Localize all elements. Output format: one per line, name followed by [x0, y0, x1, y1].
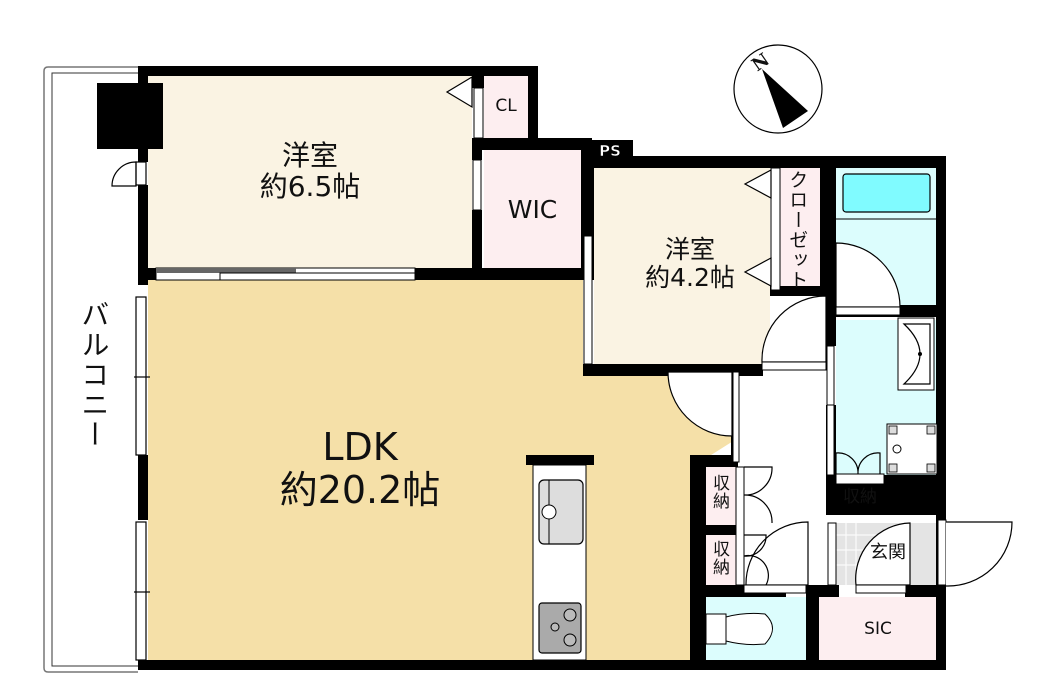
- cl-floor: [484, 76, 528, 138]
- western-room-1-floor: [148, 76, 472, 268]
- toilet-door: [745, 521, 809, 586]
- storage3-label: 収納: [843, 487, 877, 507]
- storage1-floor: [706, 467, 736, 525]
- ps-box: [593, 142, 627, 160]
- storage1-doors: [743, 466, 773, 524]
- room-name: 洋室: [281, 139, 338, 172]
- room-size: 約4.2帖: [645, 263, 735, 292]
- western-room-2-label: 洋室 約4.2帖: [620, 236, 760, 292]
- western-room-2-floor: [594, 168, 770, 364]
- closet-floor: [780, 168, 820, 290]
- closet-label: クローゼット: [786, 170, 809, 290]
- ldk-label: LDK 約20.2帖: [250, 426, 470, 511]
- storage1-label: 収納: [709, 474, 730, 510]
- room-size: 約6.5帖: [259, 170, 361, 204]
- washroom-sliding-door: [826, 345, 835, 407]
- closet-door-2: [743, 256, 772, 288]
- washing-machine-pan: [886, 423, 938, 475]
- room-size: 約20.2帖: [279, 467, 441, 512]
- bathtub: [842, 173, 931, 213]
- closet-door-1: [743, 168, 772, 200]
- toilet-bowl: [705, 612, 773, 646]
- sic-floor: [819, 597, 937, 660]
- door-ldk: [667, 371, 733, 437]
- kitchen-counter: [532, 464, 587, 661]
- cl-door: [445, 75, 473, 109]
- ps-label: PS: [599, 142, 621, 160]
- western-room-1-label: 洋室 約6.5帖: [240, 140, 380, 203]
- room-name: 洋室: [664, 235, 715, 264]
- room-name: LDK: [322, 425, 398, 469]
- sliding-door-western1: [155, 267, 416, 281]
- door-western2: [761, 295, 827, 363]
- sliding-door-western2: [583, 235, 593, 365]
- wic-label: WIC: [507, 195, 558, 224]
- sliding-door-wic: [472, 159, 482, 211]
- cl-label: CL: [495, 96, 517, 116]
- balcony: [43, 66, 138, 673]
- sic-door: [855, 522, 911, 586]
- wic-floor: [484, 150, 581, 270]
- bath-door: [835, 242, 901, 308]
- storage2-label: 収納: [709, 540, 730, 576]
- balcony-door-swing: [111, 161, 137, 187]
- storage2-floor: [706, 535, 736, 585]
- windows: [134, 161, 150, 661]
- entrance-label: 玄関: [870, 542, 906, 563]
- front-door: [945, 521, 1013, 587]
- wash-basin: [897, 317, 935, 391]
- sic-label: SIC: [864, 619, 892, 639]
- balcony-label: バルコニー: [77, 300, 111, 450]
- north-arrow-icon: [733, 44, 823, 134]
- storage2-doors: [743, 534, 769, 586]
